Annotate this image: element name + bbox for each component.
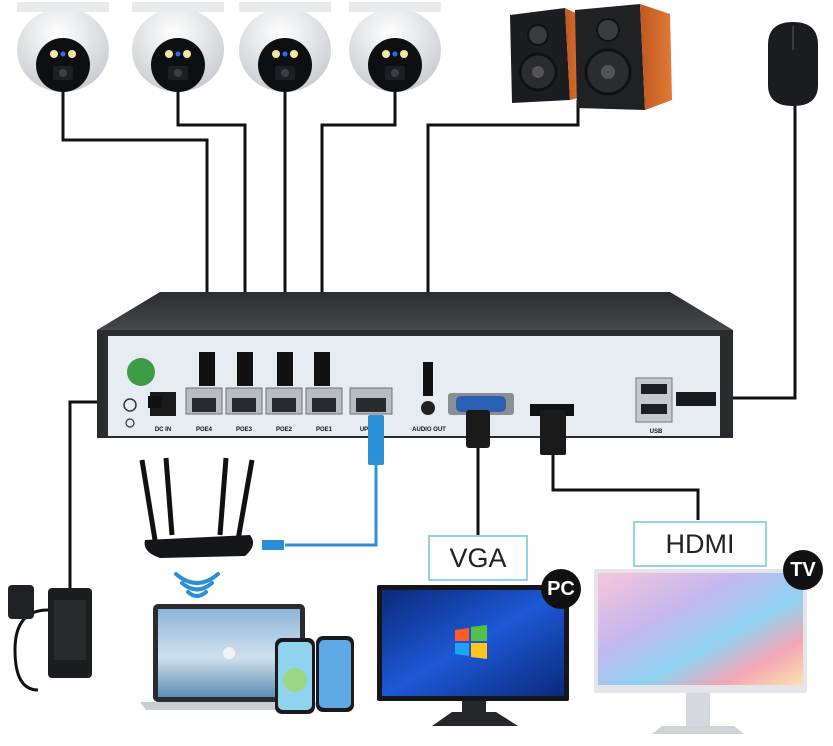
dc-plug <box>148 396 162 408</box>
camera-1 <box>17 2 109 92</box>
windows-logo-icon <box>455 625 487 659</box>
mouse <box>768 22 818 106</box>
cable-mouse-usb <box>715 100 797 400</box>
wifi-router <box>139 457 284 558</box>
cable-lan-router <box>285 460 378 547</box>
hdmi-plug <box>540 410 566 455</box>
audio-plug <box>423 362 433 396</box>
camera-3 <box>239 2 331 92</box>
port-label-poe1: POE1 <box>316 427 333 433</box>
port-label-poe4: POE4 <box>196 427 213 433</box>
hdmi-label: HDMI <box>633 521 767 567</box>
port-label-poe3: POE3 <box>236 427 253 433</box>
cable-camera-2 <box>176 92 247 352</box>
power-adapter <box>8 585 92 692</box>
tv-monitor <box>594 569 807 734</box>
cable-camera-1 <box>61 92 209 352</box>
camera-2 <box>132 2 224 92</box>
nvr-recorder: DC IN POE4 POE3 POE2 POE1 UPLINK AUDIO O… <box>97 292 733 438</box>
apple-logo-icon <box>223 647 235 659</box>
port-label-poe2: POE2 <box>276 427 293 433</box>
camera-cables <box>61 92 397 352</box>
rj45-plugs <box>199 352 330 386</box>
tv-badge: TV <box>783 550 823 590</box>
port-label-usb: USB <box>650 429 663 435</box>
lan-plug <box>368 415 384 465</box>
vga-plug <box>466 410 490 448</box>
vga-label: VGA <box>428 535 528 581</box>
phone-2 <box>316 636 354 712</box>
port-label-audio-out: AUDIO OUT <box>412 427 446 433</box>
cable-camera-4 <box>320 92 397 352</box>
phone-1 <box>275 638 315 714</box>
pc-badge: PC <box>541 569 581 609</box>
cable-hdmi-tv <box>551 455 700 520</box>
port-label-dc-in: DC IN <box>155 427 171 433</box>
camera-4 <box>349 2 441 92</box>
speakers <box>510 4 672 110</box>
cable-speaker-audio <box>426 100 580 365</box>
usb-plug <box>676 392 716 406</box>
wifi-icon <box>174 572 220 598</box>
